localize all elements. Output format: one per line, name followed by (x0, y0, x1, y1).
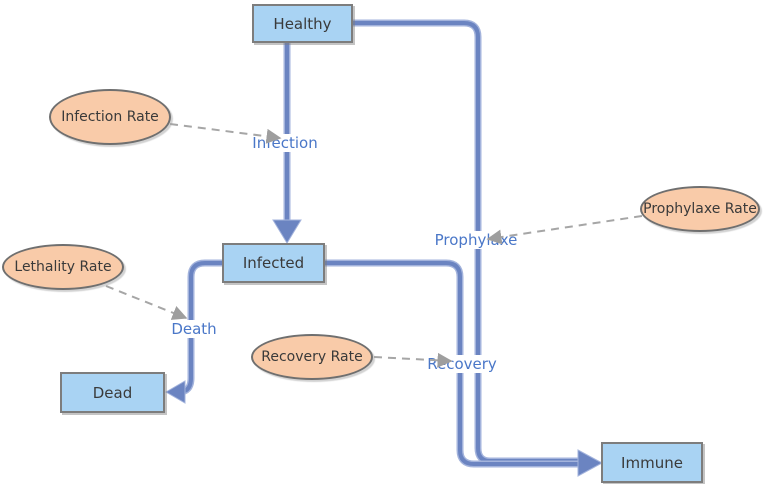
variable-recovery-rate-label: Recovery Rate (261, 349, 363, 365)
stock-dead-label: Dead (92, 383, 133, 402)
variable-infection-rate-label: Infection Rate (61, 109, 159, 125)
flow-label-recovery[interactable]: Recovery (425, 355, 499, 373)
death-flow-line-core[interactable] (178, 261, 222, 394)
variable-prophylaxe-rate-label: Prophylaxe Rate (643, 201, 757, 217)
variable-prophylaxe-rate[interactable]: Prophylaxe Rate (640, 186, 760, 232)
stock-immune[interactable]: Immune (601, 442, 703, 483)
immune-flow-arrowhead-icon (577, 449, 604, 477)
variable-lethality-rate[interactable]: Lethality Rate (2, 244, 124, 290)
flow-label-infection[interactable]: Infection (250, 134, 320, 152)
variable-recovery-rate[interactable]: Recovery Rate (251, 334, 373, 380)
stock-infected[interactable]: Infected (222, 243, 325, 283)
stock-healthy[interactable]: Healthy (252, 4, 353, 43)
stock-dead[interactable]: Dead (60, 372, 165, 413)
flow-label-prophylaxe[interactable]: Prophylaxe (432, 231, 520, 249)
death-flow-arrowhead-icon (165, 380, 186, 404)
infection-flow-arrowhead-icon (272, 219, 302, 244)
variable-infection-rate[interactable]: Infection Rate (49, 89, 171, 145)
stock-immune-label: Immune (621, 453, 683, 472)
stock-healthy-label: Healthy (273, 14, 332, 33)
stock-infected-label: Infected (242, 254, 305, 272)
flow-label-death[interactable]: Death (169, 320, 219, 338)
variable-lethality-rate-label: Lethality Rate (14, 259, 112, 275)
